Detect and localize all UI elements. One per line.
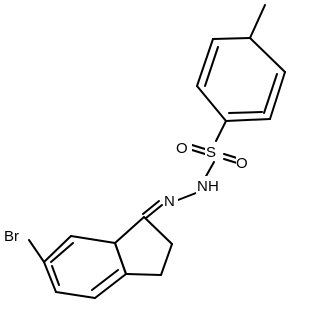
structure-canvas: O S O N H N Br: [3, 4, 286, 299]
oxygen-label-left: O: [176, 140, 188, 157]
sulfonyl-double-bonds: [191, 144, 238, 164]
carbon-bromine-bond: [28, 239, 45, 263]
methyl-bond: [249, 4, 266, 39]
aryl-sulfur-bond: [215, 120, 227, 142]
cyclopentane-ring: [114, 216, 173, 276]
imine-double-bond: [142, 200, 163, 219]
chemical-structure: O S O N H N Br: [3, 4, 286, 299]
hydrogen-label: H: [208, 178, 219, 195]
bromine-label: Br: [4, 228, 19, 245]
nitrogen-nh-label: N: [197, 178, 208, 195]
nitrogen-imine-label: N: [164, 193, 175, 210]
oxygen-label-right: O: [236, 155, 248, 172]
indane-benzene-ring: [43, 235, 127, 299]
nitrogen-nitrogen-bond: [177, 192, 197, 201]
sulfur-label: S: [206, 144, 216, 161]
sulfur-nitrogen-bond: [204, 161, 215, 179]
tolyl-ring: [196, 37, 286, 122]
